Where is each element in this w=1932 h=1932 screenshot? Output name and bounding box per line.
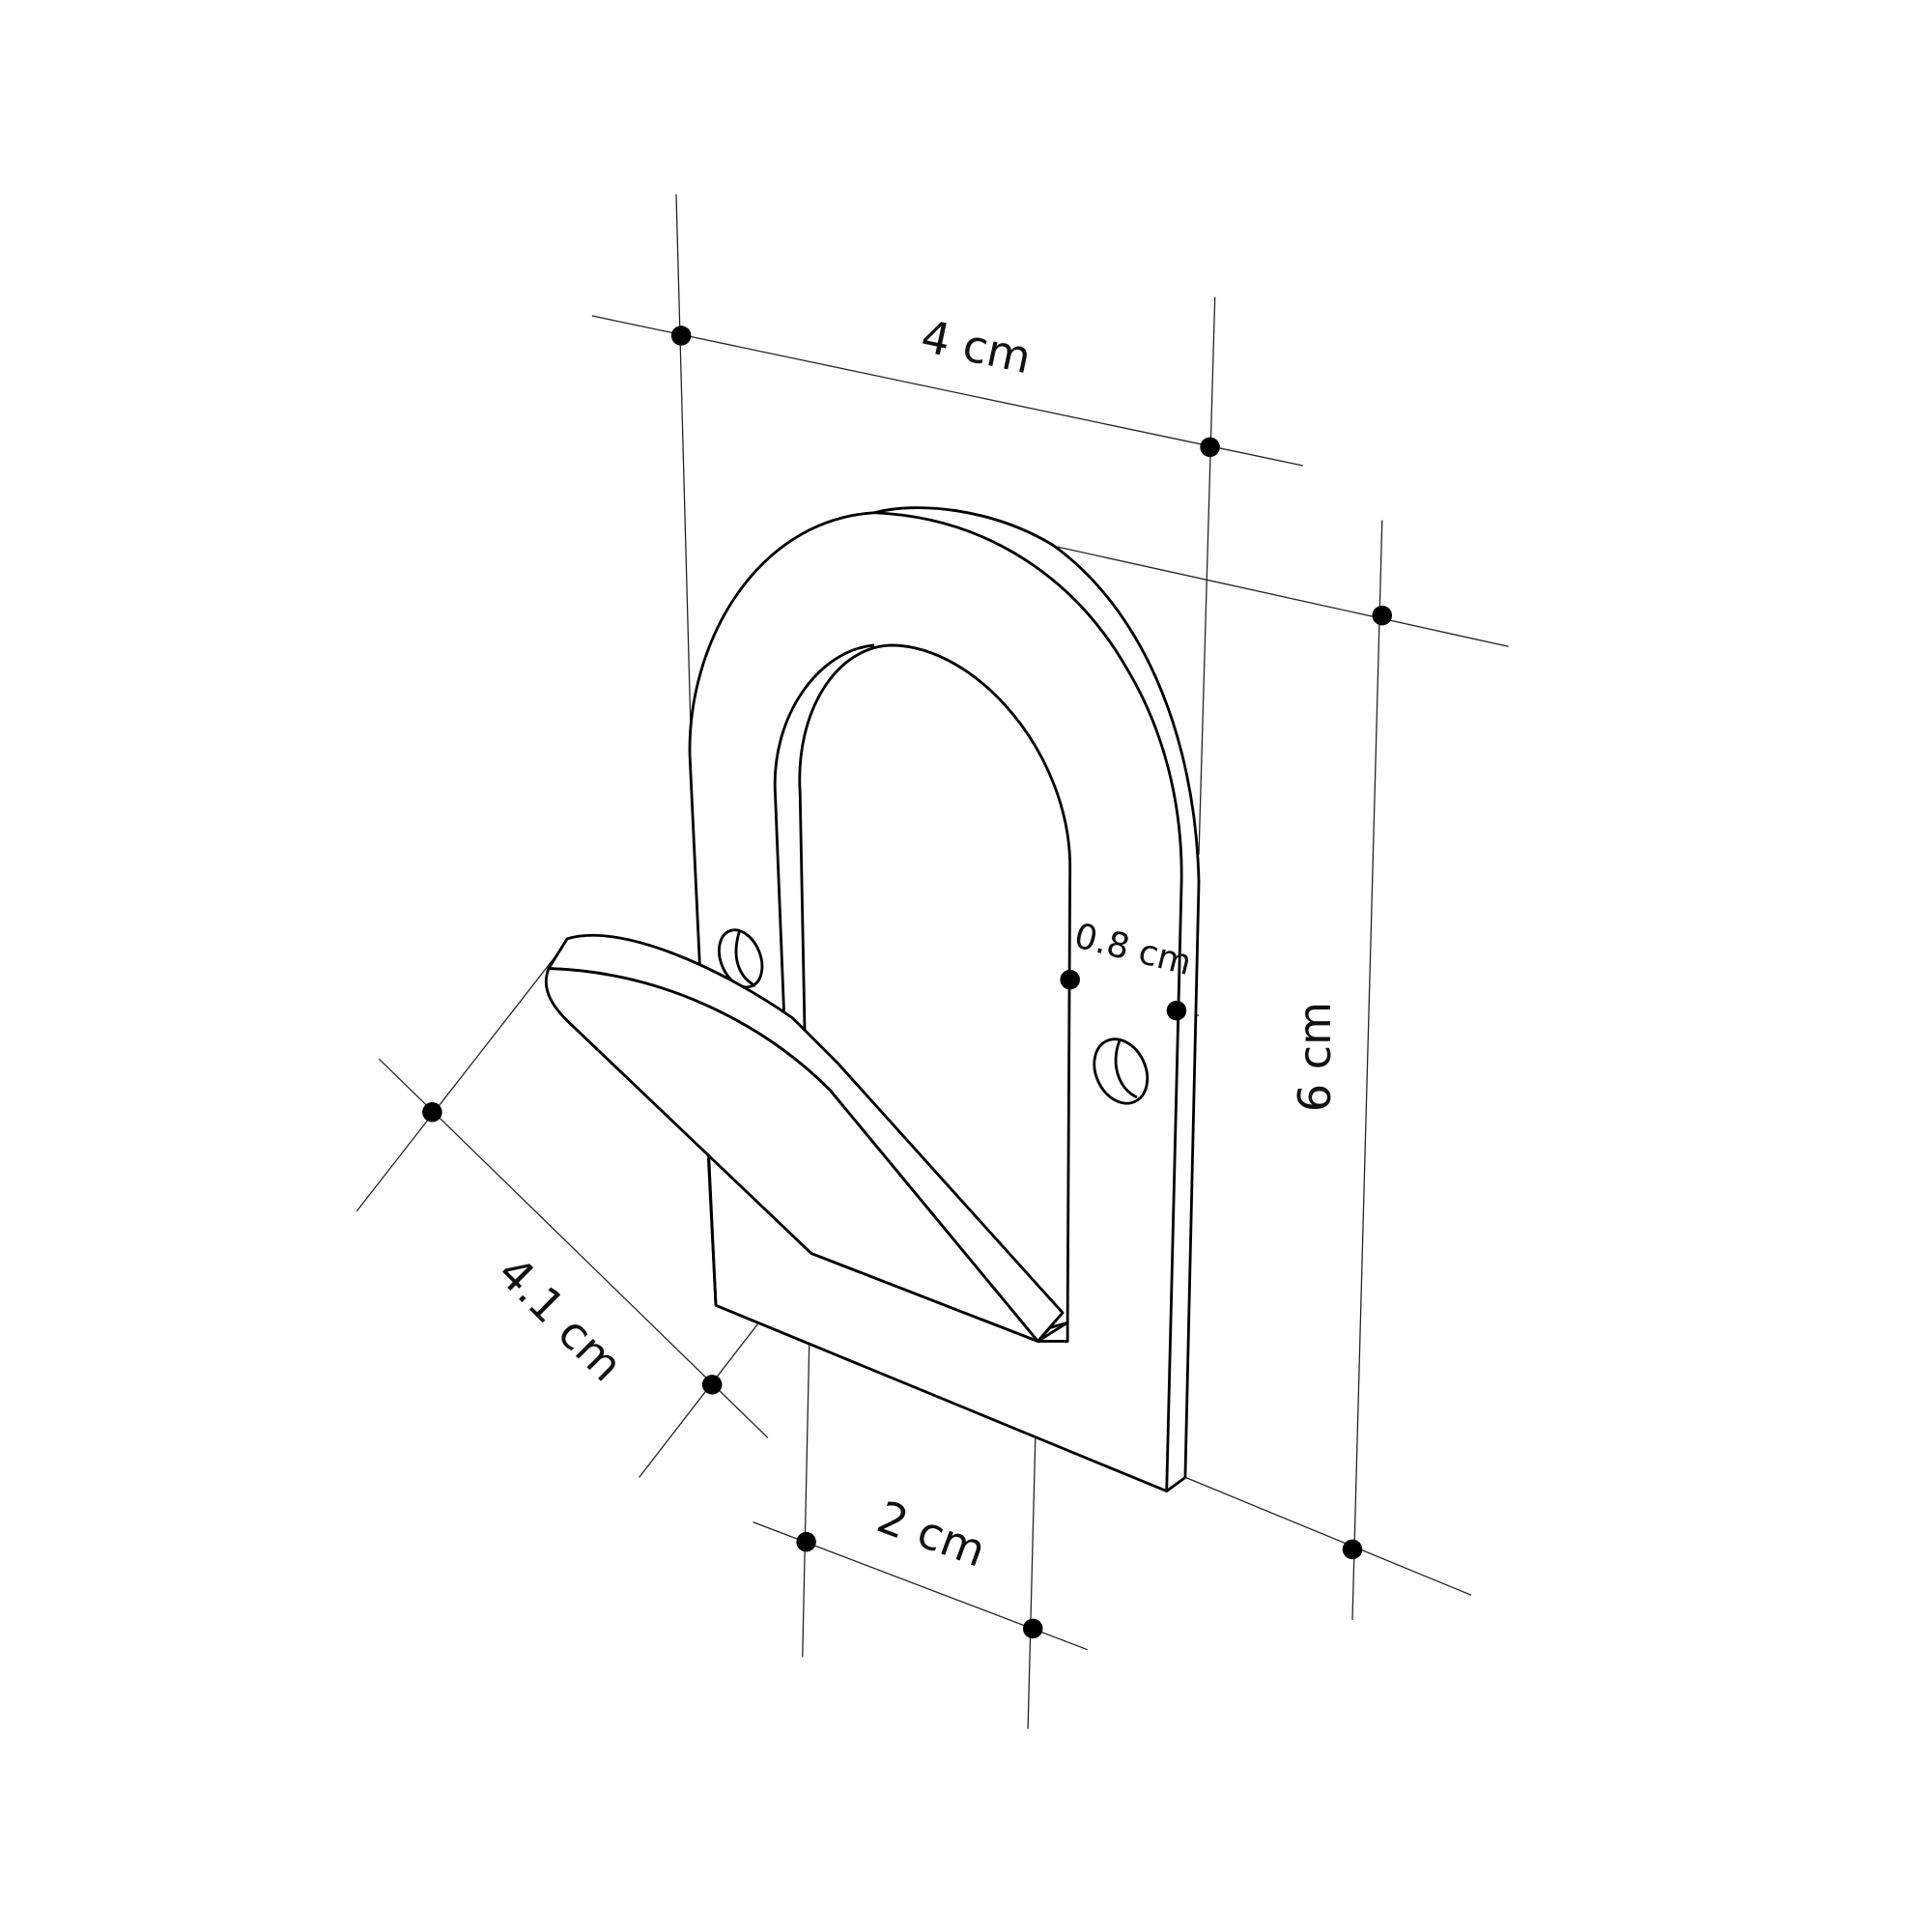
hook-width-label: 2 cm <box>870 1491 992 1577</box>
dimension-markers <box>422 326 1393 1639</box>
depth-label: 4.1 cm <box>488 1246 633 1391</box>
height-label: 6 cm <box>1289 1002 1341 1112</box>
screw-hole-right <box>1093 1037 1150 1105</box>
screw-hole-left <box>718 928 764 989</box>
width-label: 4 cm <box>917 310 1036 384</box>
hook-arm <box>544 933 1065 1343</box>
